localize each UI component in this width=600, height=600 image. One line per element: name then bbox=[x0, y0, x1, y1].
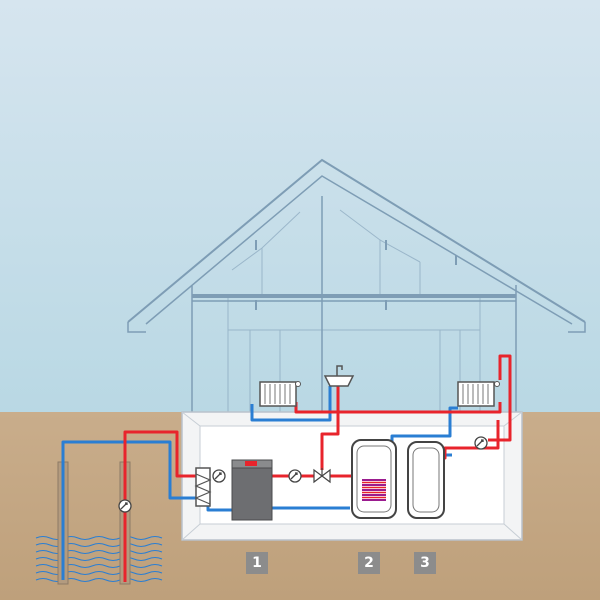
roof-eave-right bbox=[568, 322, 586, 333]
buffer-tank-inner bbox=[412, 447, 440, 513]
circulation-pumps bbox=[118, 436, 488, 513]
sky bbox=[0, 0, 600, 412]
roof-inner bbox=[145, 175, 573, 325]
hot-pipes bbox=[123, 354, 512, 582]
storage-tank-inner bbox=[356, 445, 392, 513]
sink bbox=[323, 365, 355, 387]
mixing-valve bbox=[313, 468, 331, 484]
house-outline bbox=[127, 158, 586, 530]
pump-right bbox=[474, 436, 488, 450]
borehole-return-pipe bbox=[61, 440, 196, 580]
storage-tank-coil bbox=[362, 479, 386, 501]
pump-borehole bbox=[118, 499, 132, 513]
interior-lines bbox=[227, 209, 481, 412]
valve-to-radiator-pipe bbox=[294, 402, 340, 470]
heat-exchanger bbox=[194, 467, 212, 507]
pump-exchanger bbox=[212, 469, 226, 483]
heat-pump-display bbox=[245, 461, 257, 466]
radiator-left bbox=[259, 381, 301, 407]
buffer-tank bbox=[407, 441, 445, 519]
roof-eave-left bbox=[127, 322, 146, 333]
borehole-supply-pipe bbox=[123, 430, 196, 582]
roof bbox=[127, 158, 586, 323]
basement-perspective bbox=[181, 411, 523, 541]
right-pump-pipe bbox=[488, 354, 512, 442]
ceiling-hooks bbox=[255, 240, 457, 310]
radiator-right bbox=[457, 381, 500, 407]
pump-supply bbox=[288, 469, 302, 483]
label-1-badge: 1 bbox=[246, 552, 268, 574]
heat-pump-body bbox=[231, 465, 273, 521]
heat-pump bbox=[231, 459, 273, 521]
upper-supply-pipe bbox=[338, 402, 502, 414]
buffer-tank-body bbox=[407, 441, 445, 519]
radiator-left-return bbox=[250, 386, 332, 422]
label-2-badge: 2 bbox=[358, 552, 380, 574]
storage-tank bbox=[351, 439, 397, 519]
heat-exchanger-coil bbox=[194, 473, 212, 505]
label-3-badge: 3 bbox=[414, 552, 436, 574]
groundwater bbox=[35, 535, 163, 583]
